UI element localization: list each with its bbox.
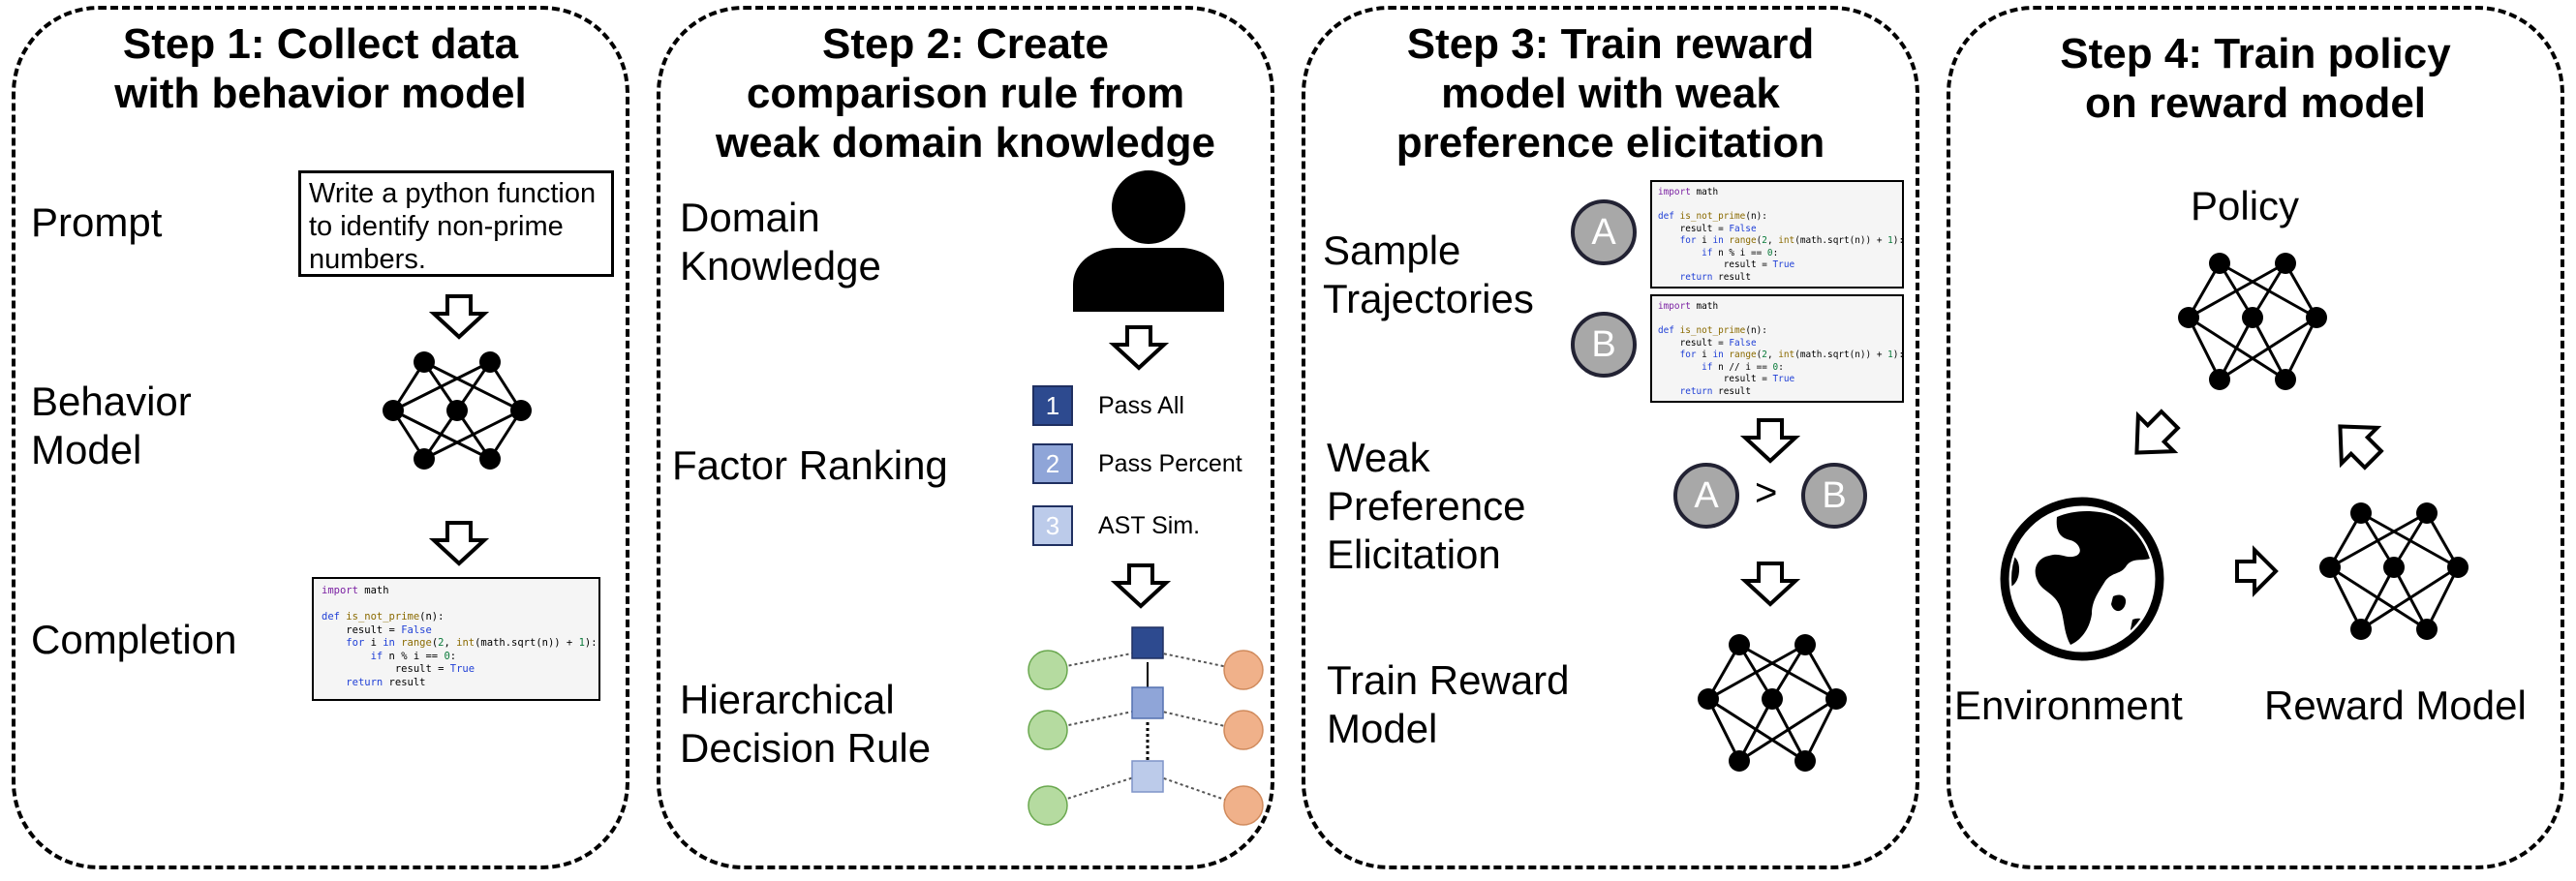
step3-panel: Step 3: Train reward model with weak pre…	[1302, 6, 1919, 869]
step4-title: Step 4: Train policy on reward model	[2060, 30, 2451, 127]
weak-preference-elicitation-label: Weak Preference Elicitation	[1327, 435, 1526, 577]
reward-model-network-icon	[2319, 502, 2469, 640]
preference-operator: >	[1755, 471, 1778, 514]
factor-ast-sim-label: AST Sim.	[1098, 512, 1201, 539]
arrow-up-left-icon	[2338, 424, 2384, 471]
factor-rank-3-square: 3	[1032, 505, 1073, 546]
completion-label: Completion	[31, 617, 237, 662]
reward-model-network-icon	[1698, 634, 1847, 772]
train-reward-model-label: Train Reward Model	[1327, 657, 1570, 751]
domain-knowledge-label: Domain Knowledge	[680, 195, 881, 289]
factor-rank-1-square: 1	[1032, 385, 1073, 426]
prompt-label: Prompt	[31, 199, 163, 245]
right-arrow-icon	[2235, 548, 2278, 594]
tree-node-3	[1131, 760, 1164, 793]
down-arrow-icon	[1743, 418, 1797, 463]
preference-a-badge: A	[1673, 463, 1739, 529]
preference-b-badge: B	[1801, 463, 1867, 529]
step1-title: Step 1: Collect data with behavior model	[114, 20, 527, 117]
step2-title: Step 2: Create comparison rule from weak…	[716, 20, 1215, 167]
completion-code-block: import math def is_not_prime(n): result …	[312, 577, 600, 701]
sample-trajectories-label: Sample Trajectories	[1323, 228, 1534, 321]
reward-model-label: Reward Model	[2264, 683, 2527, 728]
policy-label: Policy	[2191, 183, 2300, 228]
hierarchical-decision-rule-label: Hierarchical Decision Rule	[680, 677, 932, 771]
policy-network-icon	[2178, 253, 2327, 390]
behavior-model-label: Behavior Model	[31, 379, 192, 472]
step2-panel: Step 2: Create comparison rule from weak…	[657, 6, 1274, 869]
factor-pass-all-label: Pass All	[1098, 392, 1184, 419]
down-arrow-icon	[1114, 563, 1168, 608]
arrow-down-left-icon	[2134, 409, 2181, 455]
trajectory-a-badge: A	[1571, 199, 1637, 265]
decision-tree-diagram	[1027, 626, 1264, 826]
down-arrow-icon	[1112, 325, 1166, 370]
factor-ranking-label: Factor Ranking	[672, 442, 948, 488]
step1-panel: Step 1: Collect data with behavior model	[12, 6, 629, 869]
down-arrow-icon	[432, 294, 486, 339]
step4-panel: Step 4: Train policy on reward model	[1947, 6, 2564, 869]
behavior-model-network-icon	[381, 349, 534, 471]
person-icon	[1073, 170, 1224, 312]
factor-rank-2-square: 2	[1032, 443, 1073, 484]
prompt-box: Write a python function to identify non-…	[298, 170, 614, 277]
tree-node-2	[1131, 686, 1164, 719]
down-arrow-icon	[432, 521, 486, 565]
step3-title: Step 3: Train reward model with weak pre…	[1395, 20, 1825, 167]
trajectory-b-code-block: import math def is_not_prime(n): result …	[1650, 294, 1904, 403]
factor-pass-percent-label: Pass Percent	[1098, 450, 1242, 477]
trajectory-a-code-block: import math def is_not_prime(n): result …	[1650, 180, 1904, 289]
trajectory-b-badge: B	[1571, 312, 1637, 378]
globe-icon	[2000, 497, 2164, 661]
environment-label: Environment	[1954, 683, 2183, 728]
down-arrow-icon	[1743, 562, 1797, 606]
tree-node-1	[1131, 626, 1164, 659]
